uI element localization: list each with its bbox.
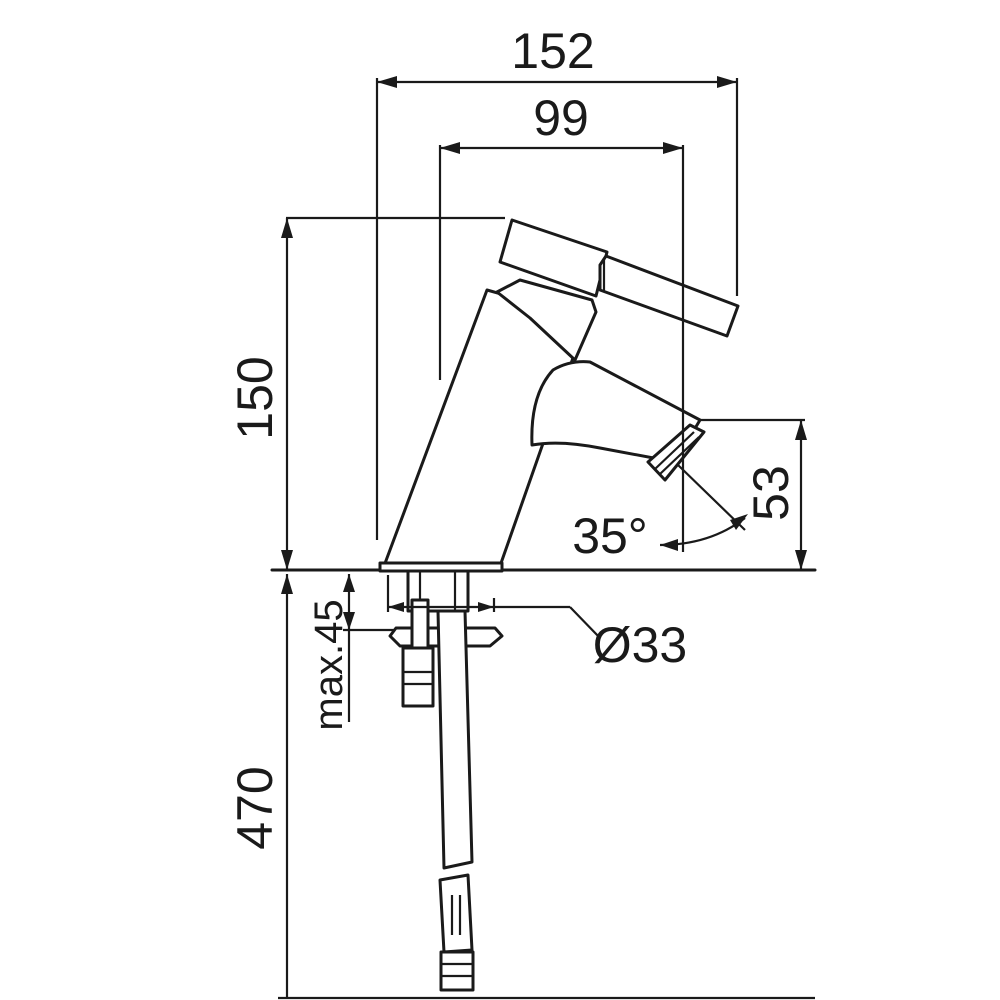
height-label: 150 [227,356,283,439]
dimension-angle: 35° [572,464,748,564]
dimension-max-thickness: max.45 [307,574,395,731]
angle-label: 35° [572,508,648,564]
hose-length-label: 470 [227,766,283,849]
lever-handle [498,218,740,338]
dimension-hose-length: 470 [227,574,815,1000]
spout [530,360,706,482]
overall-width-label: 152 [511,23,594,79]
dimension-overall-width: 152 [375,23,739,540]
outlet-height-label: 53 [743,465,799,521]
dimension-spout-width: 99 [438,90,685,552]
spout-width-label: 99 [533,90,589,146]
mounting-parts [388,569,504,992]
faucet-body [378,278,598,573]
diameter-label: Ø33 [593,617,688,673]
dimension-outlet-height: 53 [700,418,807,570]
dimension-diameter: Ø33 [386,575,688,673]
max-thickness-label: max.45 [307,599,351,730]
dimension-height: 150 [227,216,505,570]
